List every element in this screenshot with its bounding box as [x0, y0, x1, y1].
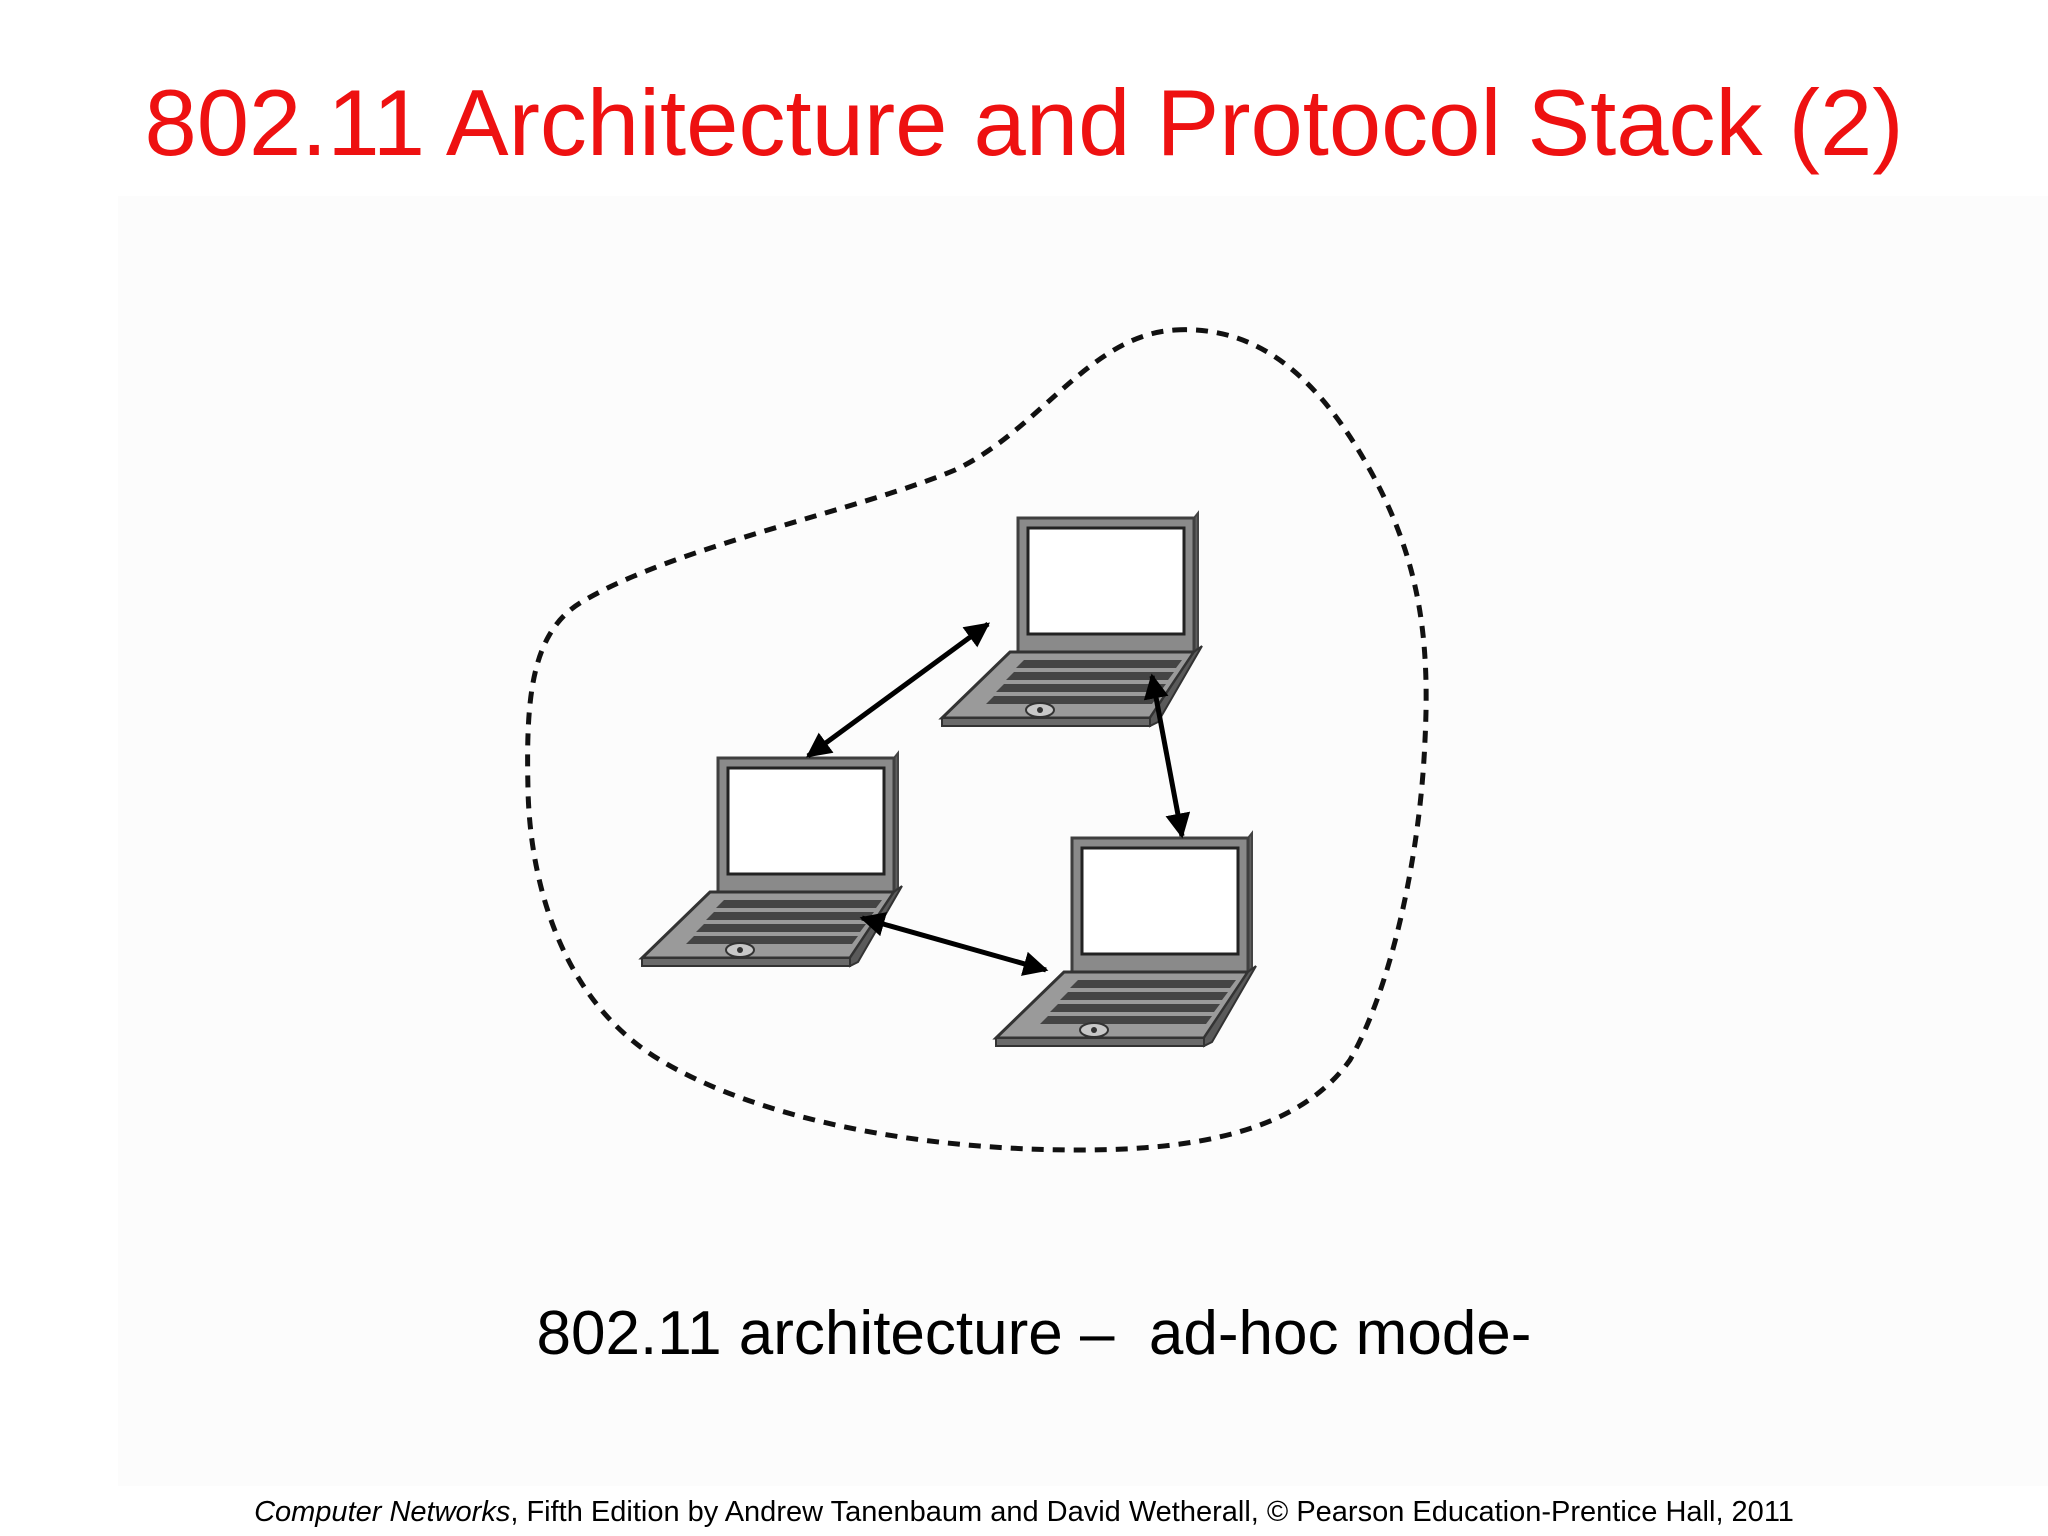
- footer-citation: Computer Networks, Fifth Edition by Andr…: [0, 1494, 2048, 1530]
- figure-caption: 802.11 architecture – ad-hoc mode-: [536, 1299, 1532, 1368]
- slide-title: 802.11 Architecture and Protocol Stack (…: [144, 70, 1904, 175]
- link-arrow: [805, 621, 991, 759]
- laptop-icon: [940, 511, 1204, 728]
- network-boundary: [525, 327, 1429, 1153]
- laptop-icon: [640, 751, 904, 968]
- link-arrow: [1143, 673, 1191, 839]
- laptop-icon: [994, 831, 1258, 1048]
- link-arrow: [859, 912, 1049, 976]
- footer-book-title: Computer Networks: [254, 1496, 511, 1528]
- footer-citation-text: , Fifth Edition by Andrew Tanenbaum and …: [510, 1496, 1794, 1528]
